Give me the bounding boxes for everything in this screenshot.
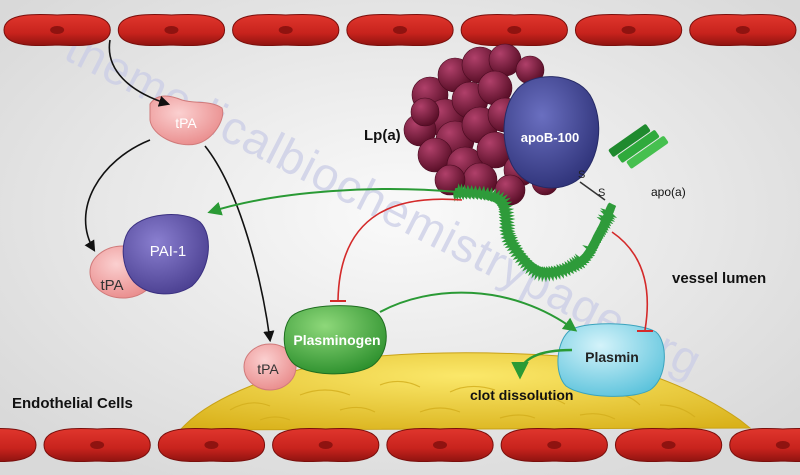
endothelial-layer-bottom [0,427,800,463]
cell-nucleus [621,26,636,34]
endothelial-cell [729,427,800,463]
inhibit-lpa-plasminogen [337,198,463,301]
cell-nucleus [318,441,333,449]
clot-dissolution-label: clot dissolution [470,387,573,403]
tpa-top-label: tPA [175,115,197,131]
arrow-plasmin-to-clot-dissolution [511,348,573,380]
inhibit-lpa-plasmin [611,231,649,331]
plasminogen-shape [283,305,387,375]
pai1-label: PAI-1 [150,243,186,260]
lpa-lipid-sphere [434,164,466,196]
cell-nucleus [507,26,522,34]
cell-nucleus [164,26,179,34]
plasmin-shape [557,323,665,397]
cell-nucleus [204,441,219,449]
disulfide-s2: S [598,187,605,199]
apoa-label: apo(a) [651,185,686,199]
cell-nucleus [90,441,105,449]
apoa-protease-domain [608,124,669,169]
disulfide-s1: S [578,169,585,181]
arrow-endothelium-to-tpa [108,39,171,107]
tpa-bound-label: tPA [257,361,279,377]
cell-nucleus [393,26,407,34]
tpa-bound-shape [243,343,297,391]
plasminogen-label: Plasminogen [293,332,380,348]
disulfide-bond: S S [578,169,606,201]
cell-nucleus [735,26,750,34]
cell-nucleus [775,441,790,449]
endothelial-cells-label: Endothelial Cells [12,395,133,412]
cell-nucleus [547,441,562,449]
arrow-tpa-to-clot [204,145,275,343]
cell-nucleus [433,441,447,449]
arrow-plasminogen-to-plasmin [379,291,578,332]
cell-nucleus [278,26,293,34]
tpa-complex-label: tPA [100,277,123,294]
apob100-label: apoB-100 [521,130,580,145]
endothelial-cell [0,427,37,463]
pai1-shape [122,214,209,295]
lpa-label: Lp(a) [364,127,401,144]
tpa-top-shape [149,95,224,146]
cell-nucleus [50,26,65,34]
endothelial-layer-top [3,13,797,47]
apob100-shape [503,76,600,189]
cell-nucleus [661,441,676,449]
arrow-tpa-to-pai1-complex [84,139,151,252]
lpa-lipid-sphere [410,97,440,127]
plasmin-label: Plasmin [585,349,639,365]
apoa-kringle-chain [453,183,618,283]
arrow-lpa-to-pai1 [207,188,459,216]
vessel-lumen-label: vessel lumen [672,270,766,287]
